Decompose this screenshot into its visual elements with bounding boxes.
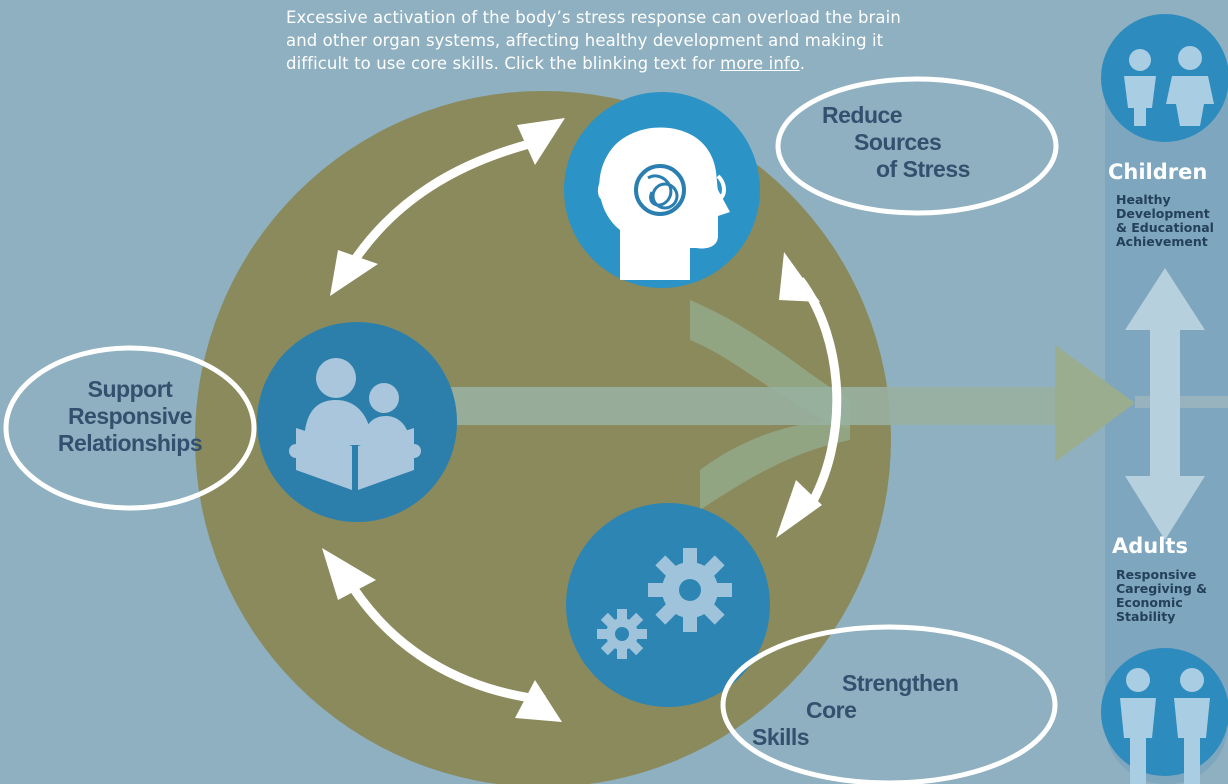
intro-line-2: and other organ systems, affecting healt… [286,31,884,50]
arrow-bottom-left-head-a [322,548,376,600]
reduce-highlight-ellipse[interactable] [775,76,1059,216]
children-sub-3: & Educational [1116,220,1214,235]
central-arrow-tail [1135,396,1228,408]
adults-subtitle: Responsive Caregiving & Economic Stabili… [1116,568,1207,624]
arrow-top-left-head-b [330,250,378,296]
intro-line-1: Excessive activation of the body’s stres… [286,8,901,27]
more-info-link[interactable]: more info [720,54,800,73]
arrow-right-head-a [779,252,820,302]
flow-branch-bottom [700,420,850,510]
children-icon-bg [1101,14,1228,142]
strengthen-skills-label[interactable]: Strengthen Core Skills [752,670,959,751]
children-sub-2: Development [1116,206,1210,221]
intro-text: Excessive activation of the body’s stres… [286,6,1046,75]
arrow-bottom-left [341,572,546,705]
reduce-stress-label[interactable]: Reduce Sources of Stress [822,102,970,183]
support-highlight-ellipse[interactable] [3,345,257,511]
strengthen-highlight-ellipse[interactable] [720,624,1058,784]
children-sub-1: Healthy [1116,192,1171,207]
support-relationships-label[interactable]: Support Responsive Relationships [30,376,230,457]
arrow-right-head-b [776,480,822,538]
arrow-top-left-head-a [517,118,565,165]
reduce-line-2: Sources [854,129,942,155]
gears-icon [597,548,732,659]
children-icon [1124,46,1214,126]
reduce-line-1: Reduce [822,102,903,128]
arrow-top-left [341,135,547,278]
strengthen-line-2: Core [806,697,857,723]
side-double-arrow [1125,268,1205,540]
support-line-2: Responsive [67,403,193,429]
children-subtitle: Healthy Development & Educational Achiev… [1116,193,1214,249]
adults-sub-4: Stability [1116,609,1176,624]
adults-sub-2: Caregiving & [1116,581,1208,596]
adults-icon-bg [1101,648,1228,776]
intro-line-3-text: difficult to use core skills. Click the … [286,54,721,73]
adults-title: Adults [1112,534,1188,558]
adults-icon [1120,668,1210,784]
central-arrow-shaft [440,387,1060,425]
reduce-line-3: of Stress [876,156,970,182]
central-arrow-head [1055,345,1135,462]
support-line-3: Relationships [57,430,203,456]
parent-child-reading-icon [289,358,421,490]
adults-sub-1: Responsive [1116,567,1197,582]
arrow-right [796,277,842,513]
intro-line-3: difficult to use core skills. Click the … [286,52,1046,75]
strengthen-line-1: Strengthen [842,670,959,696]
arrow-bottom-left-head-b [515,680,562,722]
children-title: Children [1108,160,1208,184]
adults-sub-3: Economic [1116,595,1183,610]
children-sub-4: Achievement [1116,234,1208,249]
brain-stress-icon [597,127,730,280]
intro-line-3-end: . [799,54,806,73]
support-line-1: Support [87,376,173,402]
strengthen-line-3: Skills [752,724,810,750]
